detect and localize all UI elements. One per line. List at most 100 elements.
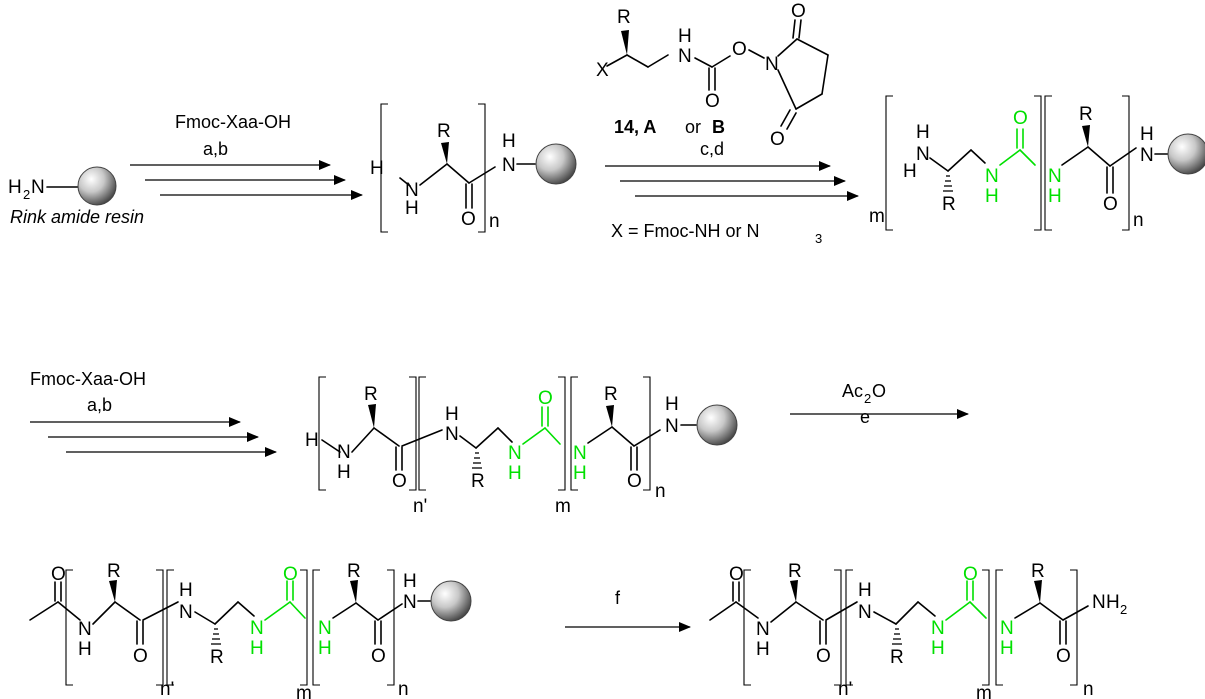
label-atom-H: H [573, 463, 587, 484]
label-ac2o-prefix: Ac [842, 381, 863, 401]
label-atom-N: N [1092, 592, 1106, 613]
condition-f: f [615, 588, 621, 608]
label-atom-H: H [305, 430, 319, 451]
label-atom-N: N [678, 46, 692, 67]
condition-ab: a,b [203, 139, 228, 159]
label-atom-N: N [337, 442, 351, 463]
label-rep-m: m [869, 206, 885, 227]
label-x-def-prefix: X = Fmoc-NH or N [611, 221, 760, 241]
condition-cd: c,d [700, 139, 724, 159]
label-atom-N: N [403, 592, 417, 613]
resin-bead-icon [535, 143, 577, 185]
label-atom-O: O [392, 471, 407, 492]
step1-arrows [130, 160, 363, 200]
step3-reagents: Fmoc-Xaa-OH a,b [30, 369, 146, 415]
building-blocks-label: 14, A [614, 117, 656, 137]
label-atom-O: O [1056, 646, 1071, 667]
label-atom-H: H [78, 639, 92, 660]
label-atom-R: R [617, 7, 631, 28]
label-blocks-b: B [712, 117, 725, 137]
starting-resin: H 2 N Rink amide resin [8, 166, 144, 227]
label-atom-H: H [756, 639, 770, 660]
label-blocks-or: or [685, 117, 701, 137]
label-rep-n: n [1083, 679, 1094, 699]
reagent-fmoc-xaa: Fmoc-Xaa-OH [175, 112, 291, 132]
label-atom-H: H [405, 198, 419, 219]
label-atom-H: H [931, 638, 945, 659]
label-atom-H: H [508, 463, 522, 484]
label-atom-R: R [890, 647, 904, 668]
label-atom-R: R [942, 194, 956, 215]
label-atom-H: H [1140, 124, 1154, 145]
step1-reagents: Fmoc-Xaa-OH a,b [175, 112, 291, 159]
label-atom-O: O [133, 646, 148, 667]
label-atom-O: O [283, 564, 298, 585]
activated-carbamate-building-block: R X H N O O N O O [596, 1, 829, 150]
label-atom-N: N [405, 180, 419, 201]
label-atom-N: N [508, 443, 522, 464]
label-atom-N: N [250, 618, 264, 639]
label-ac2o-suffix: O [872, 381, 886, 401]
label-atom-H: H [1000, 638, 1014, 659]
label-atom-H: H [665, 394, 679, 415]
label-atom-N: N [985, 166, 999, 187]
label-atom-N: N [756, 619, 770, 640]
label-ab: a,b [87, 395, 112, 415]
step3-arrows [30, 417, 277, 457]
label-atom-N: N [765, 54, 779, 75]
label-atom-N: N [916, 144, 930, 165]
label-atom-O: O [1013, 108, 1028, 129]
label-atom-H: H [318, 638, 332, 659]
label-atom-O: O [729, 564, 744, 585]
label-fmoc-xaa: Fmoc-Xaa-OH [30, 369, 146, 389]
label-atom-H: H [337, 462, 351, 483]
label-atom-N: N [502, 155, 516, 176]
label-rep-nprime: n' [160, 679, 174, 699]
x-definition: X = Fmoc-NH or N 3 [611, 221, 822, 246]
label-rep-m: m [555, 496, 571, 517]
label-atom-N: N [318, 618, 332, 639]
label-atom-H: H [403, 571, 417, 592]
label-atom-N: N [931, 618, 945, 639]
label-atom-R: R [788, 561, 802, 582]
label-atom-N: N [179, 602, 193, 623]
urea-peptide-resin: m H H N R N H O N H R O n H N [869, 95, 1205, 231]
label-rep-n: n [1133, 210, 1144, 231]
subscript-2: 2 [23, 187, 30, 202]
label-atom-O: O [816, 646, 831, 667]
condition-e: e [860, 407, 870, 427]
label-atom-X: X [596, 60, 609, 81]
label-atom-N: N [78, 619, 92, 640]
label-atom-N: N [573, 443, 587, 464]
label-atom-H: H [502, 131, 516, 152]
label-sub-2: 2 [864, 391, 871, 406]
label-atom-R: R [347, 561, 361, 582]
label-rep-n: n [489, 211, 500, 232]
label-atom-O: O [627, 471, 642, 492]
label-atom-H: H [916, 122, 930, 143]
label-rep-m: m [976, 683, 992, 699]
label-atom-N: N [858, 602, 872, 623]
label-atom-H: H [678, 26, 692, 47]
atom-n: N [31, 177, 45, 198]
step2-reagents: 14, A or B c,d [614, 117, 725, 159]
label-atom-N: N [445, 424, 459, 445]
peptidyl-resin: H N H R O n H N [370, 103, 577, 233]
label-atom-H: H [858, 580, 872, 601]
label-atom-R: R [210, 647, 224, 668]
label-atom-R: R [107, 561, 121, 582]
label-atom-O: O [461, 209, 476, 230]
label-rep-nprime: n' [413, 496, 427, 517]
label-rep-m: m [296, 683, 312, 699]
label-atom-O: O [51, 564, 66, 585]
label-atom-H: H [250, 638, 264, 659]
label-sub-2: 2 [1120, 602, 1127, 617]
label-sub-3: 3 [815, 231, 822, 246]
label-atom-H: H [985, 186, 999, 207]
label-atom-O: O [371, 646, 386, 667]
label-atom-R: R [604, 384, 618, 405]
extended-peptide-resin: H N H R O n' H N R N H O m N [305, 376, 738, 517]
label-atom-H: H [903, 161, 917, 182]
label-rep-n: n [398, 679, 409, 699]
